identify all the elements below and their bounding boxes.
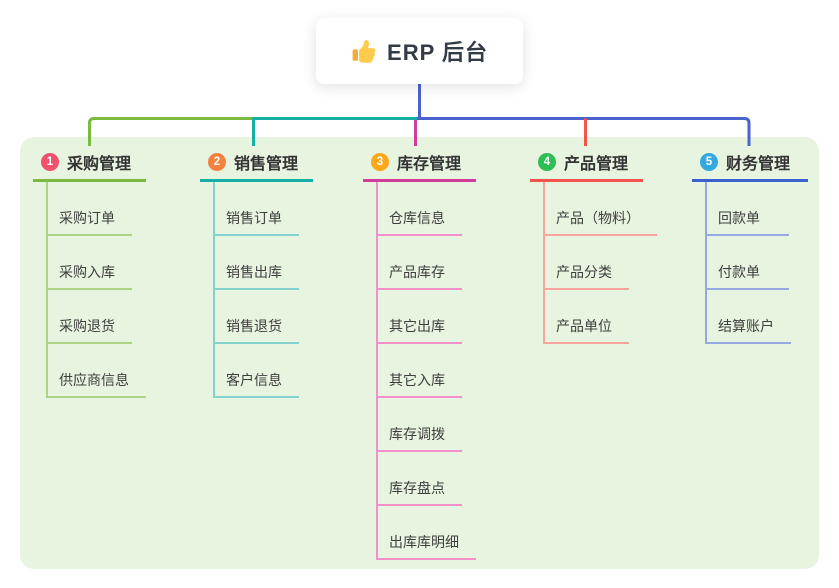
child-node-产品（物料）[interactable]: 产品（物料） [545,182,657,236]
branch-label: 采购管理 [67,156,132,173]
branch-children: 采购订单采购入库采购退货供应商信息 [46,182,146,398]
mindmap-panel [20,137,819,569]
branch-label: 销售管理 [234,156,299,173]
child-node-回款单[interactable]: 回款单 [707,182,789,236]
branch-number-badge: 3 [371,153,389,171]
branch-children: 产品（物料）产品分类产品单位 [543,182,657,344]
child-node-采购退货[interactable]: 采购退货 [48,290,132,344]
child-node-仓库信息[interactable]: 仓库信息 [378,182,462,236]
branch-label: 产品管理 [564,156,629,173]
child-node-销售订单[interactable]: 销售订单 [215,182,299,236]
child-node-结算账户[interactable]: 结算账户 [707,290,791,344]
branch-children: 销售订单销售出库销售退货客户信息 [213,182,313,398]
branch-number-badge: 1 [41,153,59,171]
branch-label: 财务管理 [726,156,791,173]
root-title: ERP 后台 [387,40,488,65]
branch-采购管理: 1 采购管理采购订单采购入库采购退货供应商信息 [33,150,146,398]
child-node-销售出库[interactable]: 销售出库 [215,236,299,290]
child-node-销售退货[interactable]: 销售退货 [215,290,299,344]
child-node-客户信息[interactable]: 客户信息 [215,344,299,398]
child-node-其它入库[interactable]: 其它入库 [378,344,462,398]
branch-number-badge: 5 [700,153,718,171]
branch-heading-财务管理[interactable]: 5 财务管理 [692,150,808,182]
child-node-产品库存[interactable]: 产品库存 [378,236,462,290]
child-node-供应商信息[interactable]: 供应商信息 [48,344,146,398]
child-node-采购入库[interactable]: 采购入库 [48,236,132,290]
child-node-付款单[interactable]: 付款单 [707,236,789,290]
child-node-出库库明细[interactable]: 出库库明细 [378,506,476,560]
branch-heading-销售管理[interactable]: 2 销售管理 [200,150,313,182]
branch-number-badge: 4 [538,153,556,171]
branch-label: 库存管理 [397,156,462,173]
branch-children: 仓库信息产品库存其它出库其它入库库存调拨库存盘点出库库明细 [376,182,476,560]
child-node-产品单位[interactable]: 产品单位 [545,290,629,344]
branch-库存管理: 3 库存管理仓库信息产品库存其它出库其它入库库存调拨库存盘点出库库明细 [363,150,476,560]
branch-财务管理: 5 财务管理回款单付款单结算账户 [692,150,808,344]
root-node[interactable]: ERP 后台 [316,18,523,84]
branch-number-badge: 2 [208,153,226,171]
child-node-库存调拨[interactable]: 库存调拨 [378,398,462,452]
child-node-库存盘点[interactable]: 库存盘点 [378,452,462,506]
branch-heading-采购管理[interactable]: 1 采购管理 [33,150,146,182]
child-node-产品分类[interactable]: 产品分类 [545,236,629,290]
branch-heading-库存管理[interactable]: 3 库存管理 [363,150,476,182]
branch-产品管理: 4 产品管理产品（物料）产品分类产品单位 [530,150,657,344]
branch-heading-产品管理[interactable]: 4 产品管理 [530,150,643,182]
child-node-采购订单[interactable]: 采购订单 [48,182,132,236]
branch-销售管理: 2 销售管理销售订单销售出库销售退货客户信息 [200,150,313,398]
thumbs-up-icon [351,38,377,64]
branch-children: 回款单付款单结算账户 [705,182,808,344]
child-node-其它出库[interactable]: 其它出库 [378,290,462,344]
